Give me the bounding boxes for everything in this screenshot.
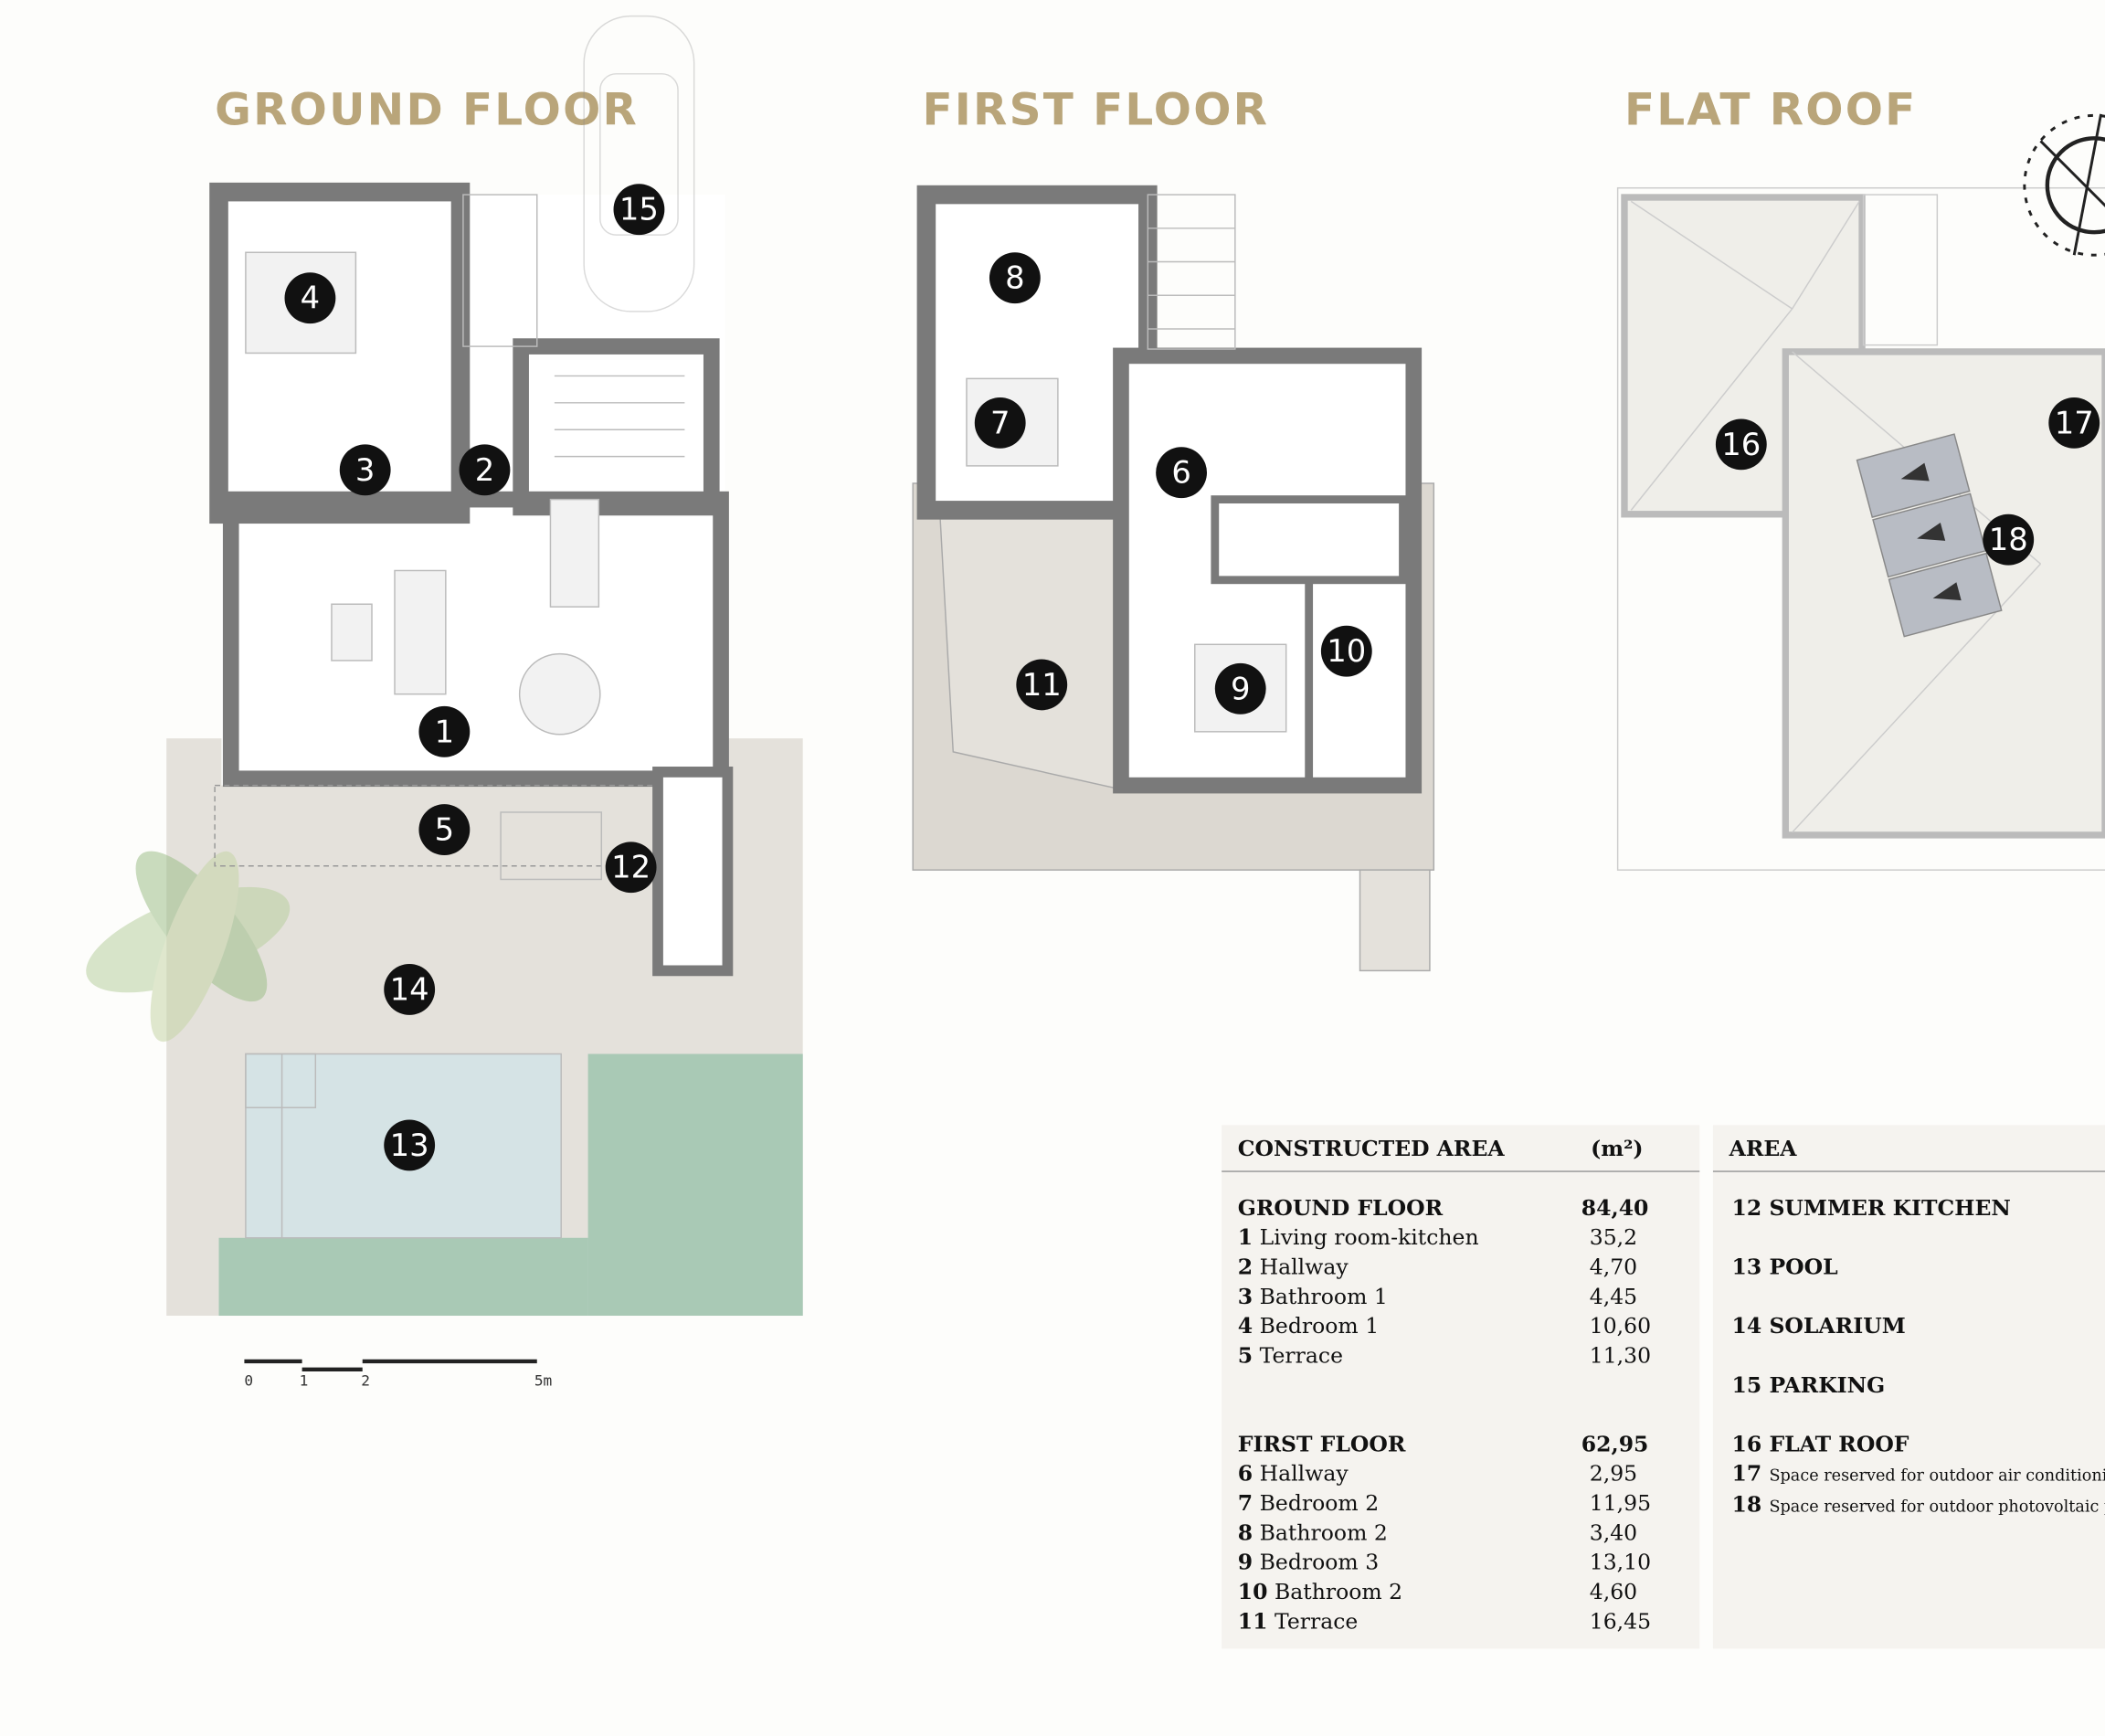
svg-text:3: 3 (355, 452, 376, 488)
room-marker: 14 (384, 964, 436, 1015)
svg-text:17: 17 (2055, 405, 2094, 440)
svg-text:10: 10 (1327, 633, 1366, 669)
palm-tree-icon (86, 851, 291, 1043)
room-marker: 17 (2048, 397, 2100, 449)
ground-floor-title: GROUND FLOOR (215, 83, 640, 136)
room-marker: 16 (1715, 418, 1767, 471)
room-marker: 9 (1214, 662, 1266, 715)
room-marker: 15 (613, 184, 665, 236)
solar-panels (1856, 433, 2003, 638)
svg-text:14: 14 (390, 971, 429, 1007)
area-note: 18 Space reserved for outdoor photovolta… (1731, 1491, 2105, 1518)
first-floor-title: FIRST FLOOR (922, 83, 1270, 136)
ground-floor-plan (86, 15, 803, 1317)
table-header: AREA (1729, 1135, 1797, 1161)
room-marker: 4 (284, 272, 336, 324)
room-marker: 13 (384, 1119, 436, 1171)
svg-text:18: 18 (1989, 522, 2028, 557)
svg-text:2: 2 (475, 452, 495, 488)
room-marker: 5 (418, 804, 471, 856)
room-marker: 6 (1156, 447, 1207, 499)
room-marker: 8 (989, 252, 1041, 304)
svg-text:16: 16 (1721, 427, 1761, 462)
area-row: 16 FLAT ROOF (1731, 1431, 1909, 1457)
area-row: 13 POOL (1731, 1254, 1838, 1280)
area-row: 15 PARKING (1731, 1371, 1886, 1398)
room-markers: 1 2 3 4 5 6 7 8 9 10 11 12 13 14 15 16 1… (284, 184, 2100, 1171)
room-marker: 7 (974, 397, 1026, 449)
flat-roof-plan (1616, 113, 2105, 871)
svg-text:8: 8 (1005, 260, 1025, 296)
room-marker: 10 (1320, 625, 1372, 677)
room-marker: 2 (459, 444, 511, 496)
svg-text:13: 13 (390, 1127, 429, 1163)
svg-text:1: 1 (435, 714, 455, 749)
area-row: 14 SOLARIUM (1731, 1313, 1906, 1339)
scale-bar-graphic (244, 1359, 537, 1371)
svg-text:7: 7 (990, 405, 1010, 440)
area-note: 17 Space reserved for outdoor air condit… (1731, 1460, 2105, 1487)
room-marker: 18 (1983, 513, 2035, 566)
svg-text:15: 15 (619, 192, 659, 228)
flat-roof-title: FLAT ROOF (1624, 83, 1918, 136)
room-marker: 3 (339, 444, 391, 496)
area-table: AREA 12 SUMMER KITCHEN 13 POOL 14 SOLARIUM… (1712, 1125, 2105, 1649)
svg-text:6: 6 (1171, 455, 1191, 491)
table-header: CONSTRUCTED AREA (1237, 1135, 1505, 1161)
room-marker: 1 (418, 705, 471, 757)
room-marker: 11 (1016, 659, 1068, 711)
room-marker: 12 (605, 842, 657, 894)
unit-header: (m²) (1591, 1135, 1644, 1161)
area-row: 12 SUMMER KITCHEN (1731, 1194, 2011, 1221)
lawn (218, 1237, 588, 1317)
compass-north-icon (2023, 113, 2105, 257)
svg-text:5: 5 (435, 812, 455, 848)
svg-text:4: 4 (301, 281, 321, 316)
svg-text:9: 9 (1231, 671, 1251, 706)
svg-text:12: 12 (611, 850, 651, 885)
svg-text:11: 11 (1022, 667, 1062, 703)
arrow-left-icon (1900, 462, 1962, 601)
lawn (587, 1053, 803, 1317)
first-floor-plan (912, 185, 1435, 972)
